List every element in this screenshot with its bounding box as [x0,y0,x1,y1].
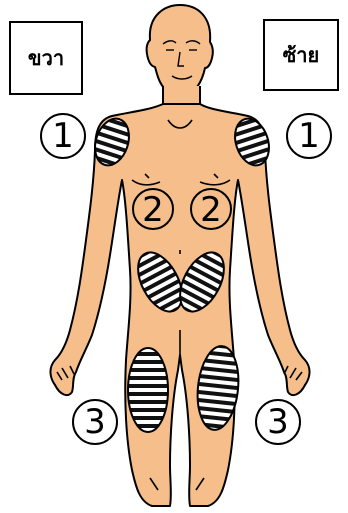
zone2-right-number: 2 [142,190,164,230]
zone1-right-number: 1 [40,113,86,159]
zone3-right-number: 3 [72,399,118,445]
neck [163,86,200,105]
zone3-left-number: 3 [255,399,301,445]
right-side-label: ขวา [9,21,83,95]
zone3-right-thigh [128,348,168,432]
zone1-left-number: 1 [286,113,332,159]
head [147,5,213,96]
zone2-left-number: 2 [200,190,222,230]
left-side-label: ซ้าย [263,19,339,91]
